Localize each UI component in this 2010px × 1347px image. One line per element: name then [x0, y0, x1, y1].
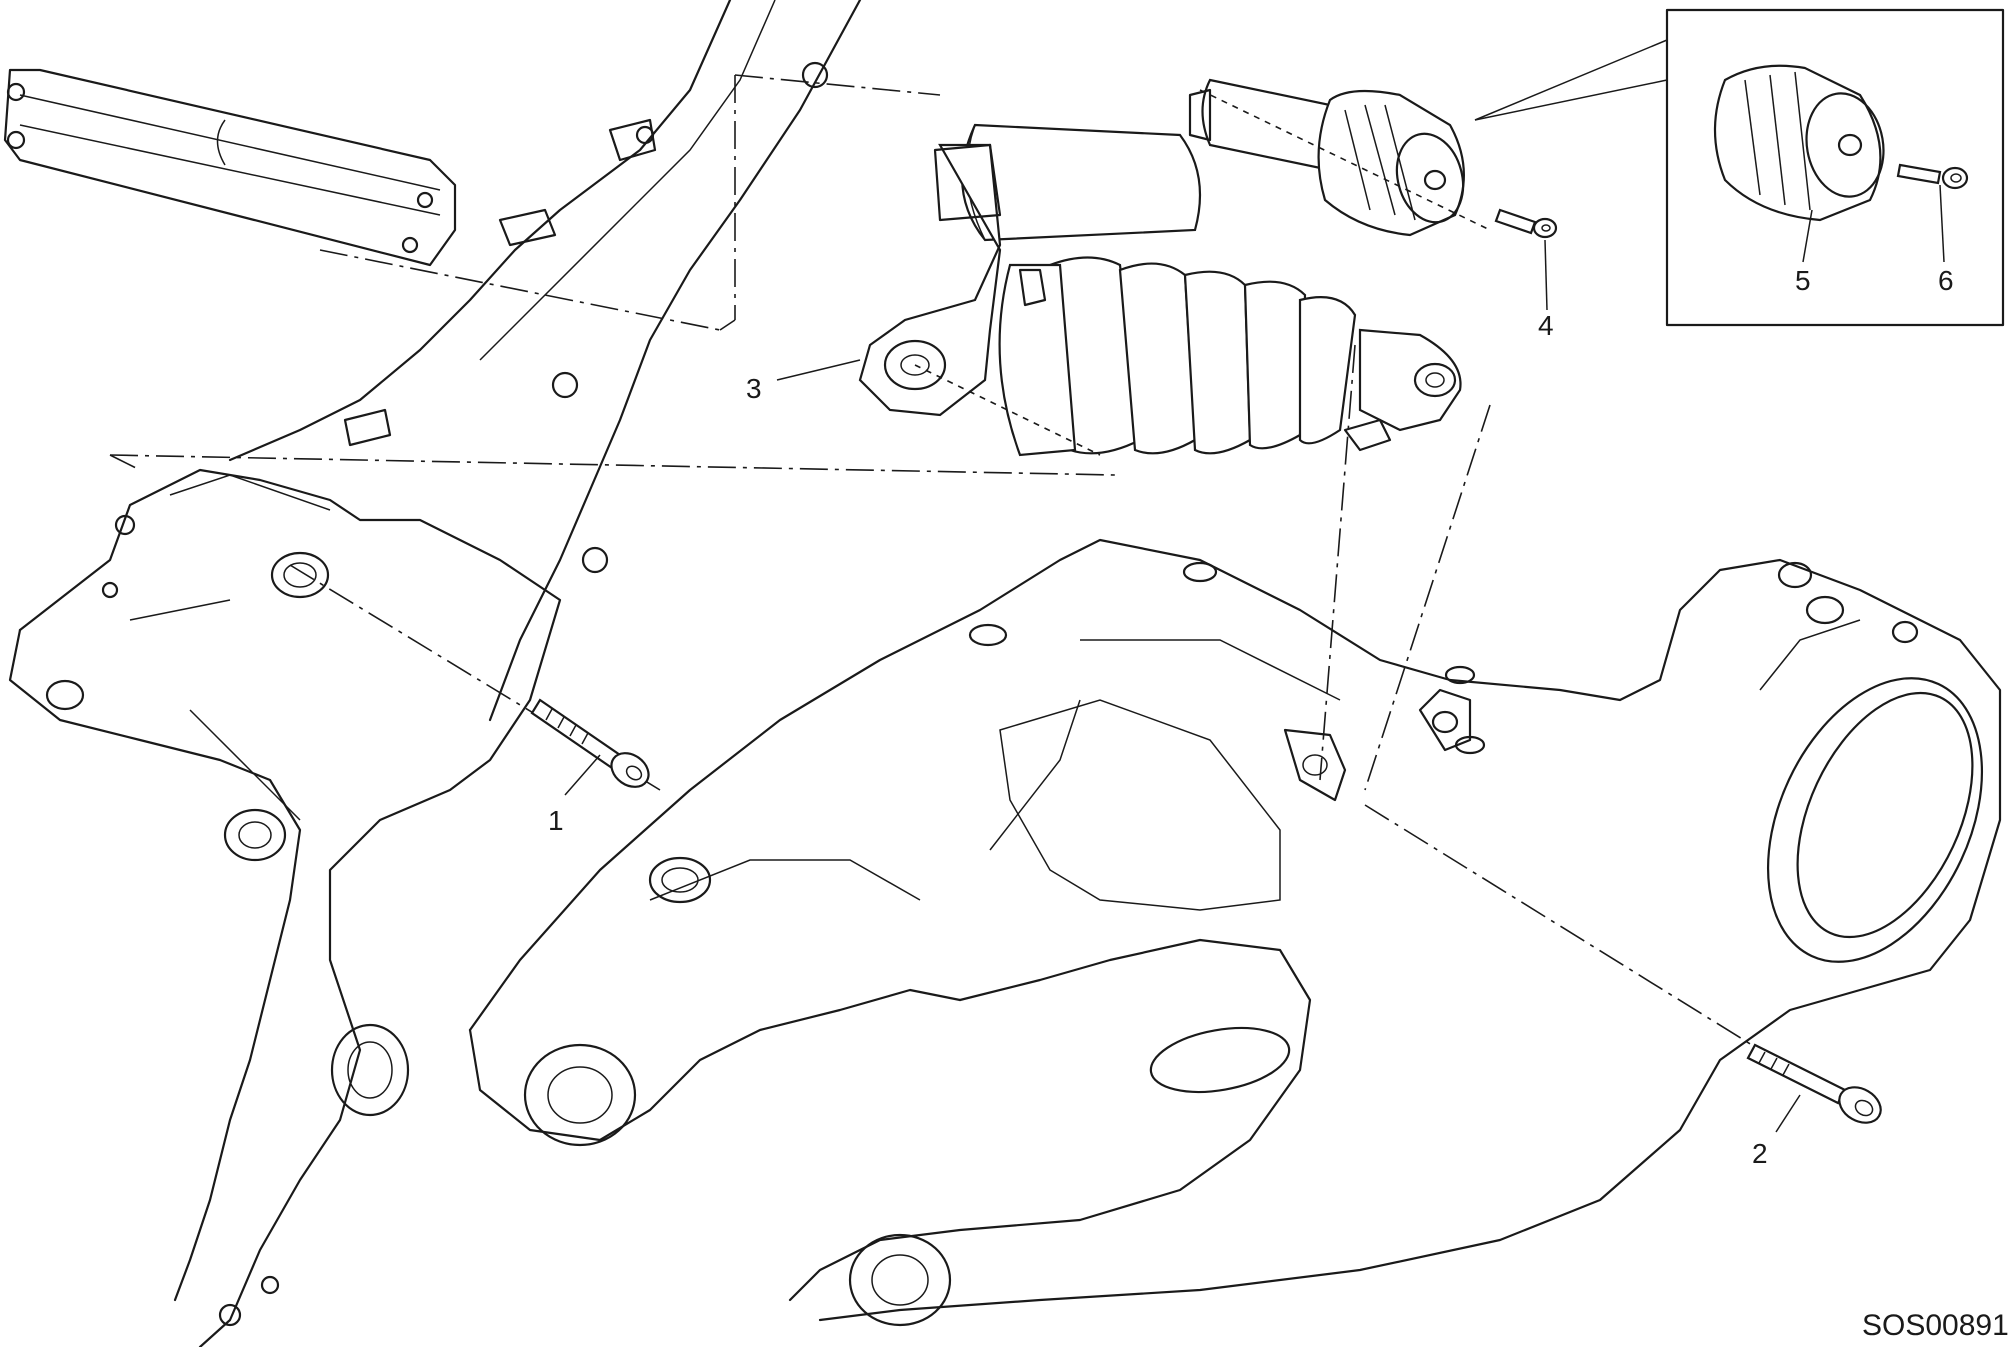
assembly-guide-lines: [109, 74, 1761, 1051]
callout-4: 4: [1538, 310, 1554, 341]
callout-6: 6: [1938, 265, 1954, 296]
screw-4-icon: [1494, 208, 1558, 239]
shock-absorber: [858, 78, 1491, 457]
callout-1: 1: [548, 805, 564, 836]
bolt-1-icon: [530, 698, 650, 788]
frame-drawing: [3, 0, 862, 1347]
callout-5: 5: [1795, 265, 1811, 296]
callout-3: 3: [746, 373, 762, 404]
swingarm-drawing: [468, 538, 2002, 1327]
drawing-code: SOS00891: [1862, 1309, 2009, 1342]
detail-inset: [1474, 8, 2005, 327]
callout-2: 2: [1752, 1138, 1768, 1169]
bolt-2-icon: [1746, 1043, 1882, 1124]
leader-lines: [564, 184, 1945, 1133]
